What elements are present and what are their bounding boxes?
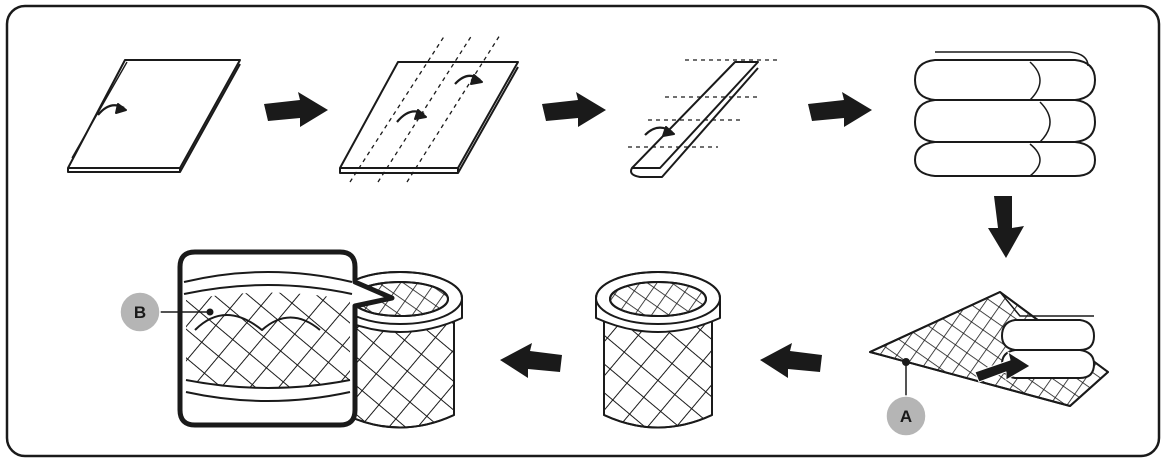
- callout-b: B: [119, 291, 161, 333]
- callout-a-label: A: [900, 407, 912, 426]
- step-4-folded-stack: [914, 51, 1096, 177]
- push-arrow-icon: [974, 351, 1031, 383]
- step-1-flat-garment: [67, 59, 241, 173]
- diagram-frame: [5, 4, 1161, 458]
- step-3-fold-strip: [628, 59, 778, 178]
- arrow-down-icon: [988, 196, 1024, 258]
- step-5-mesh-bag-wrap: [869, 291, 1109, 407]
- arrow-left-icon: [760, 343, 822, 378]
- arrow-right-icon: [264, 92, 328, 127]
- step-7-basket: [337, 271, 463, 429]
- arrow-right-icon: [808, 92, 872, 127]
- callout-b-label: B: [134, 303, 146, 322]
- callout-a: A: [885, 395, 927, 437]
- arrow-right-icon: [542, 92, 606, 127]
- step-6-basket: [595, 271, 721, 429]
- step-2-fold-thirds: [339, 34, 519, 183]
- arrow-left-icon: [500, 343, 562, 378]
- zoom-detail-panel: [160, 249, 395, 428]
